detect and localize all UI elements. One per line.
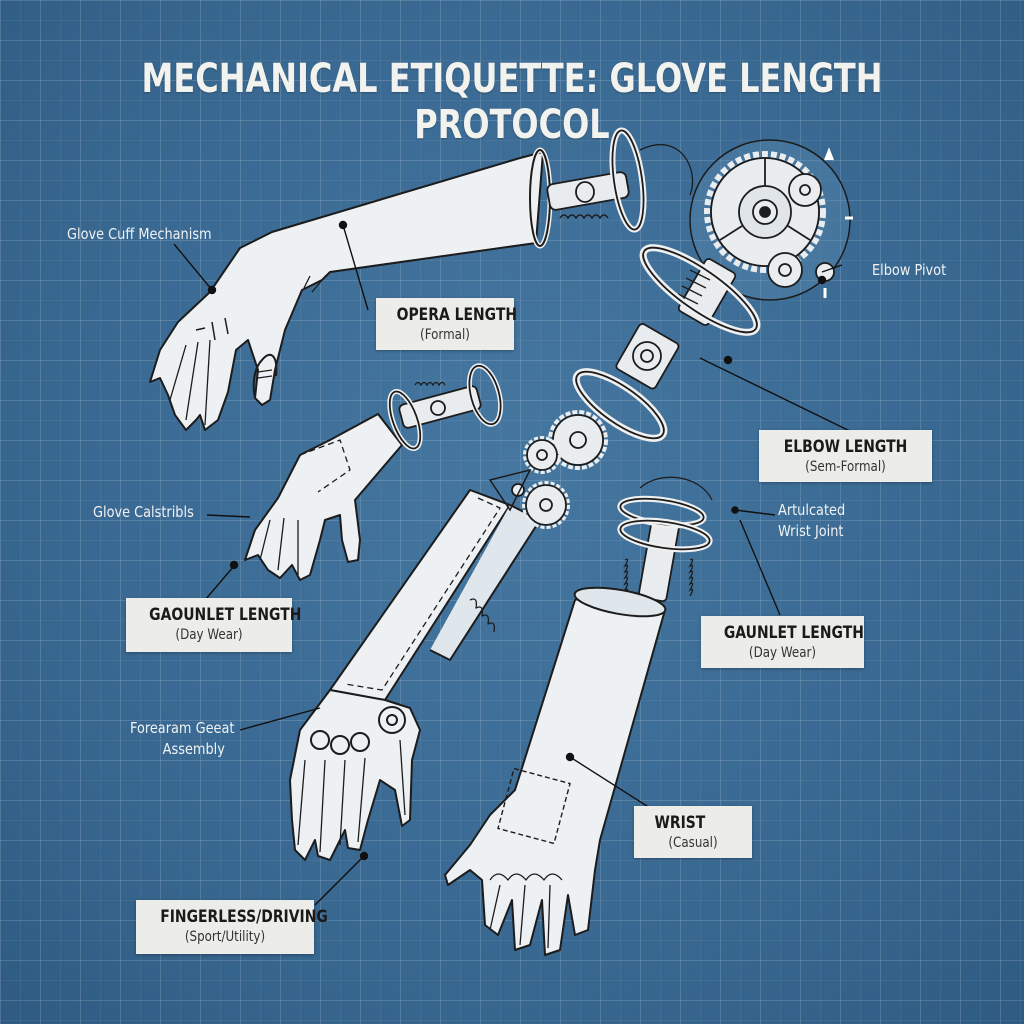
gear-icon [689, 139, 853, 301]
callout-line-2: Wrist Joint [778, 522, 844, 540]
label-title: OPERA LENGTH [396, 305, 518, 325]
callout-line-1: Forearam Geeat [130, 719, 235, 737]
leader-lines [173, 220, 859, 906]
callout-glove-calstribls: Glove Calstribls [93, 503, 194, 521]
elbow-joint-illustration [572, 244, 761, 442]
label-opera-length: OPERA LENGTH (Formal) [376, 298, 518, 350]
label-subtitle: (Sport/Utility) [184, 929, 266, 945]
label-gaounlet-length: GAOUNLET LENGTH (Day Wear) [126, 598, 302, 652]
label-title: WRIST [654, 813, 706, 833]
mechanical-forearm-illustration [289, 489, 541, 861]
callout-articulated-wrist-joint: Artulcated Wrist Joint [778, 500, 845, 542]
wrist-glove-illustration [444, 586, 667, 956]
label-wrist: WRIST (Casual) [634, 806, 752, 858]
label-title: ELBOW LENGTH [783, 437, 908, 457]
callout-forearm-gear-assembly: Forearam Geeat Assembly [130, 718, 234, 760]
label-subtitle: (Day Wear) [175, 627, 243, 643]
gauntlet-mechanism-illustration [387, 363, 504, 451]
label-elbow-length: ELBOW LENGTH (Sem-Formal) [759, 430, 932, 482]
wrist-joint-illustration [617, 476, 713, 603]
label-subtitle: (Sem-Formal) [805, 459, 886, 475]
gaounlet-glove-illustration [244, 413, 403, 581]
label-subtitle: (Day Wear) [748, 645, 817, 661]
label-title: GAUNLET LENGTH [723, 623, 864, 643]
label-gaunlet-length: GAUNLET LENGTH (Day Wear) [701, 616, 864, 668]
callout-line-2: Assembly [162, 740, 225, 758]
label-title: FINGERLESS/DRIVING [160, 907, 328, 927]
forearm-gear-cluster [488, 410, 608, 529]
label-fingerless-driving: FINGERLESS/DRIVING (Sport/Utility) [136, 900, 328, 954]
cuff-mechanism-illustration [546, 127, 694, 233]
callout-glove-cuff-mechanism: Glove Cuff Mechanism [67, 225, 212, 243]
callout-elbow-pivot: Elbow Pivot [872, 261, 947, 279]
label-title: GAOUNLET LENGTH [149, 605, 302, 625]
diagram-title: MECHANICAL ETIQUETTE: GLOVE LENGTH PROTO… [141, 56, 883, 148]
callout-line-1: Artulcated [778, 501, 846, 519]
label-subtitle: (Casual) [668, 835, 718, 851]
label-subtitle: (Formal) [420, 327, 470, 343]
leader-dot-icon [207, 285, 217, 295]
